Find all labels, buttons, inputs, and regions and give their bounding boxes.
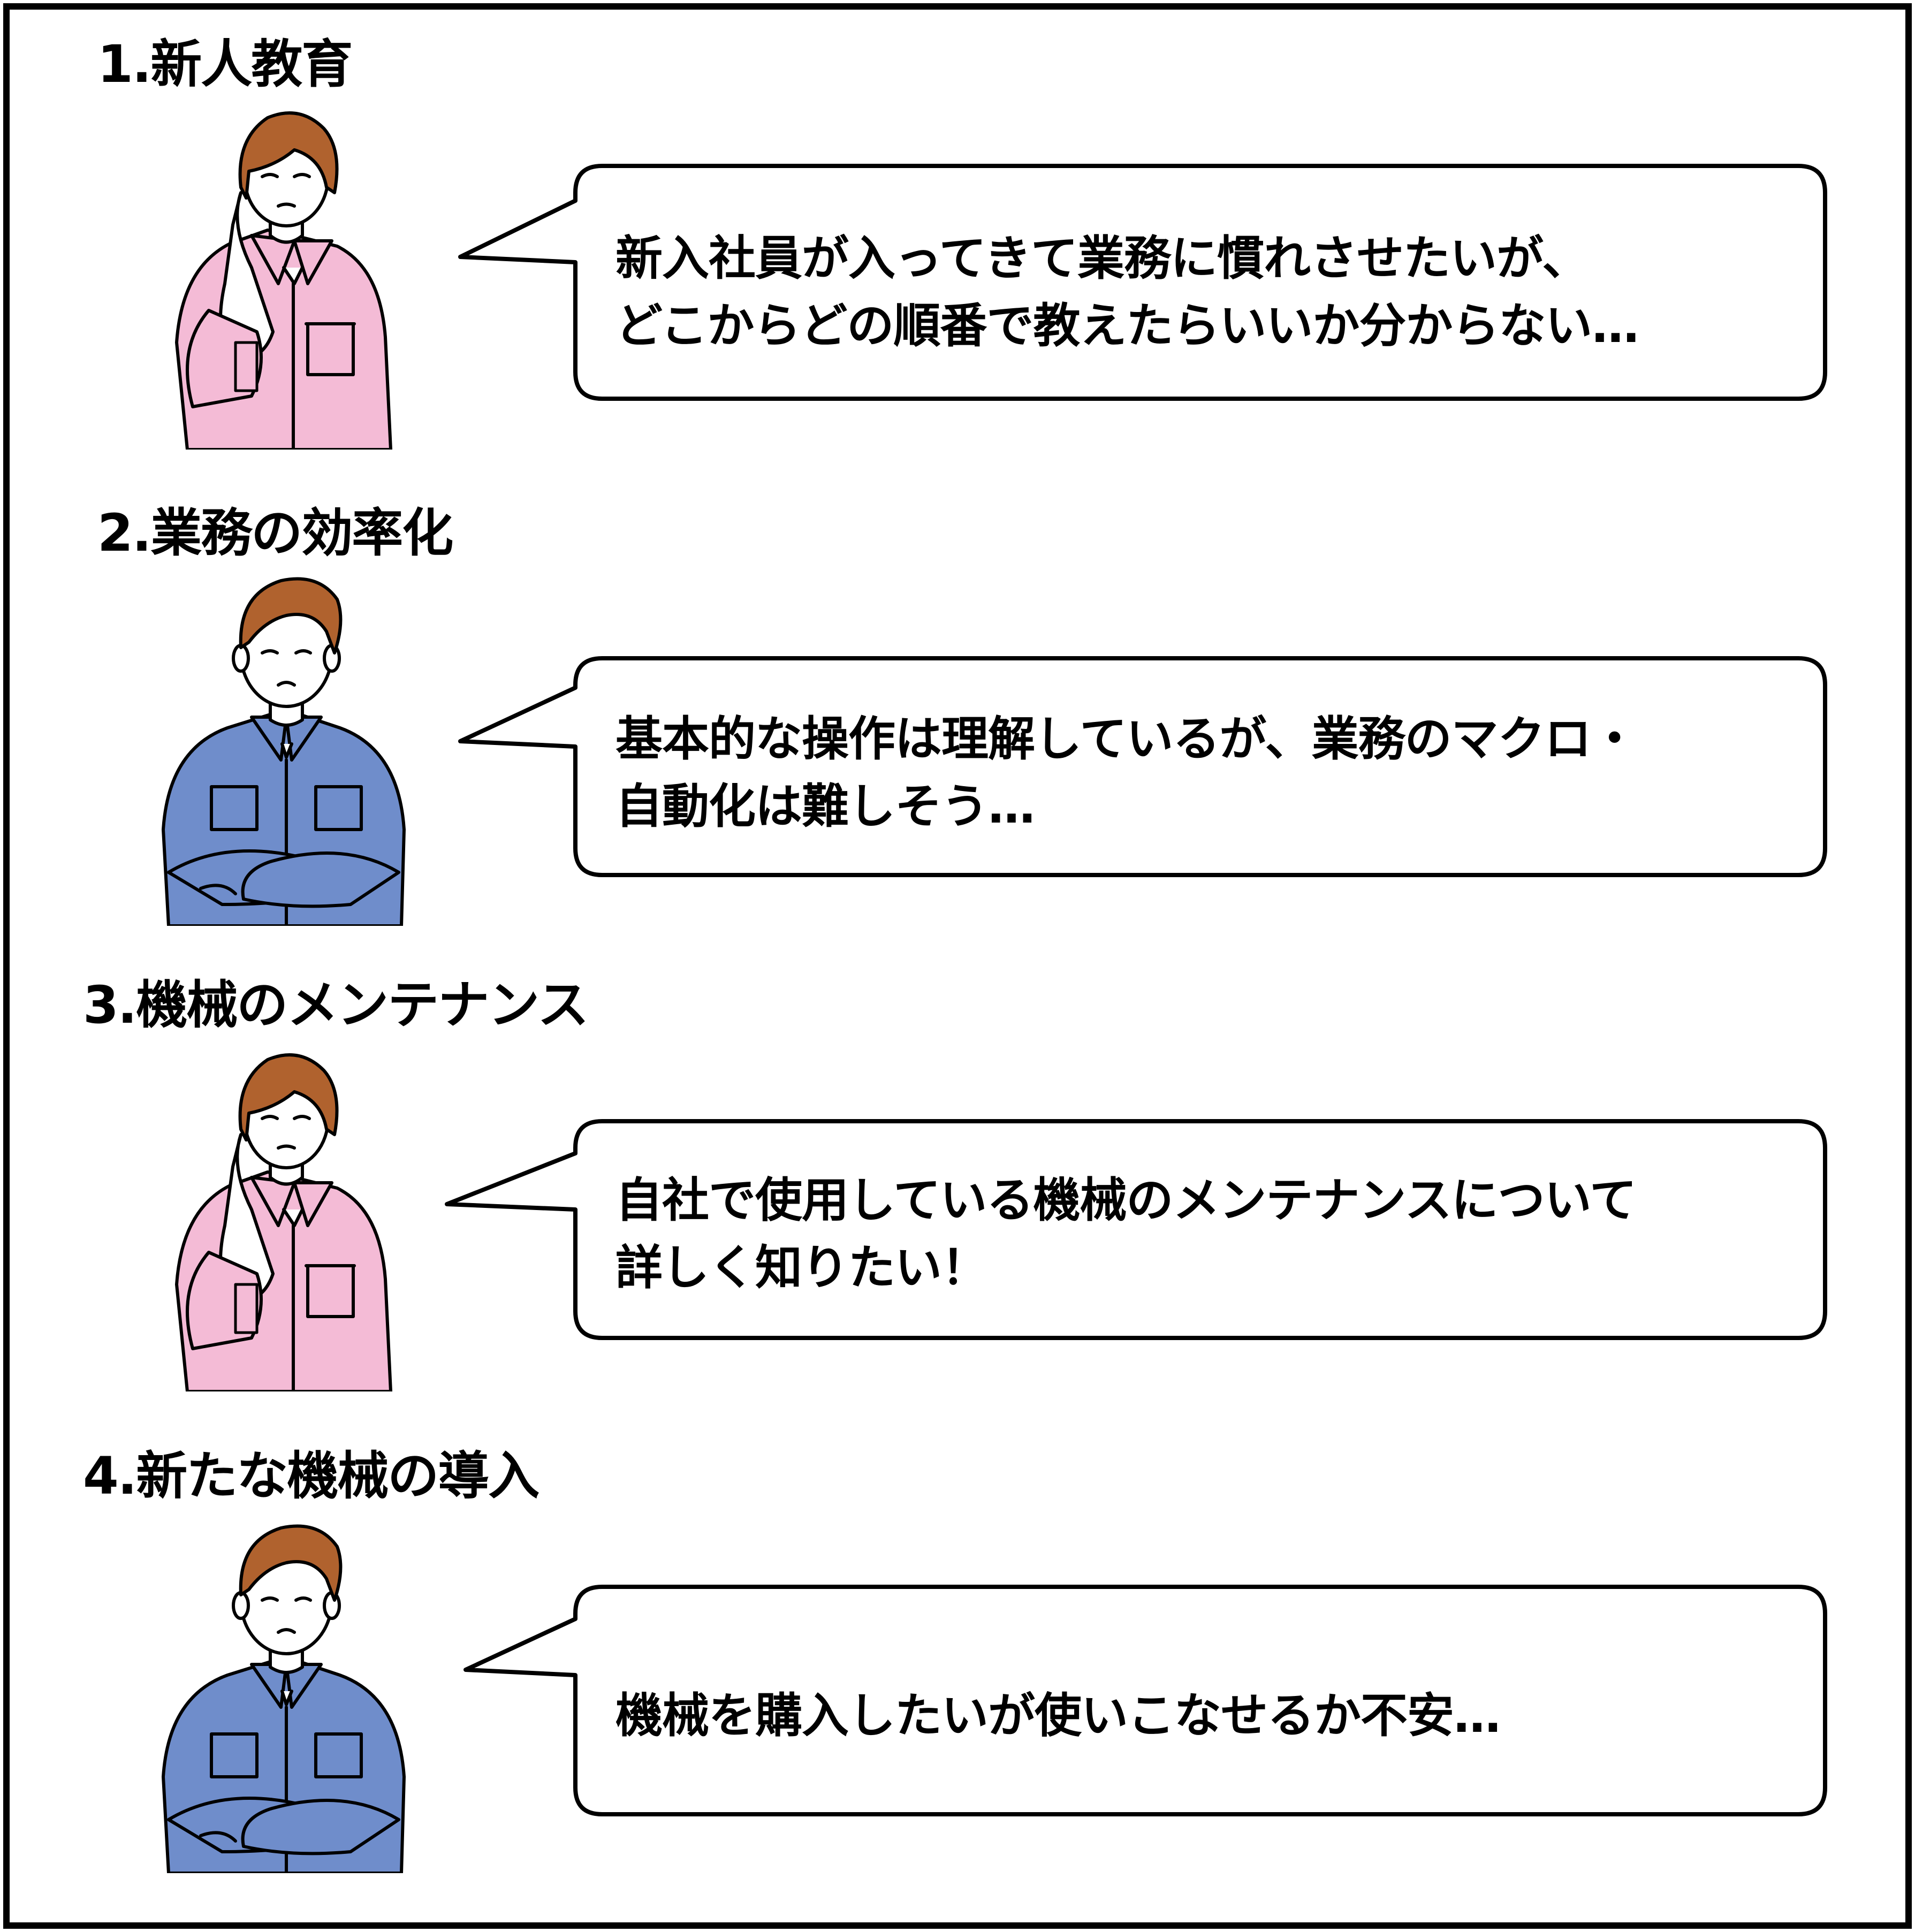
person-3-illustration (175, 1053, 392, 1391)
bubble-1-text: 新入社員が入ってきて業務に慣れさせたいが、 どこからどの順番で教えたらいいか分か… (615, 225, 1639, 360)
person-1-illustration (175, 111, 392, 450)
section-4-heading: 4.新たな機械の導入 (83, 1446, 539, 1506)
person-4-illustration (162, 1524, 406, 1873)
bubble-3-line-2: 詳しく知りたい！ (615, 1240, 989, 1295)
speech-bubble-1 (458, 164, 1827, 401)
bubble-2-text: 基本的な操作は理解しているが、業務のマクロ・ 自動化は難しそう… (615, 705, 1638, 840)
bubble-3-line-1: 自社で使用している機械のメンテナンスについて (615, 1173, 1637, 1228)
speech-bubble-4 (463, 1585, 1827, 1816)
speech-bubble-3 (445, 1119, 1827, 1340)
bubble-3-text: 自社で使用している機械のメンテナンスについて 詳しく知りたい！ (615, 1167, 1637, 1302)
bubble-4-text: 機械を購入したいが使いこなせるか不安… (615, 1682, 1501, 1750)
section-3-heading: 3.機械のメンテナンス (83, 975, 589, 1035)
bubble-2-line-2: 自動化は難しそう… (615, 779, 1035, 834)
bubble-1-line-2: どこからどの順番で教えたらいいか分からない… (615, 298, 1639, 353)
bubble-2-line-1: 基本的な操作は理解しているが、業務のマクロ・ (615, 711, 1638, 766)
section-1-heading: 1.新人教育 (97, 34, 353, 94)
section-2-heading: 2.業務の効率化 (97, 503, 453, 563)
bubble-4-line-1: 機械を購入したいが使いこなせるか不安… (615, 1688, 1501, 1743)
person-2-illustration (162, 577, 406, 926)
speech-bubble-2 (458, 656, 1827, 877)
bubble-1-line-1: 新入社員が入ってきて業務に慣れさせたいが、 (615, 231, 1589, 286)
